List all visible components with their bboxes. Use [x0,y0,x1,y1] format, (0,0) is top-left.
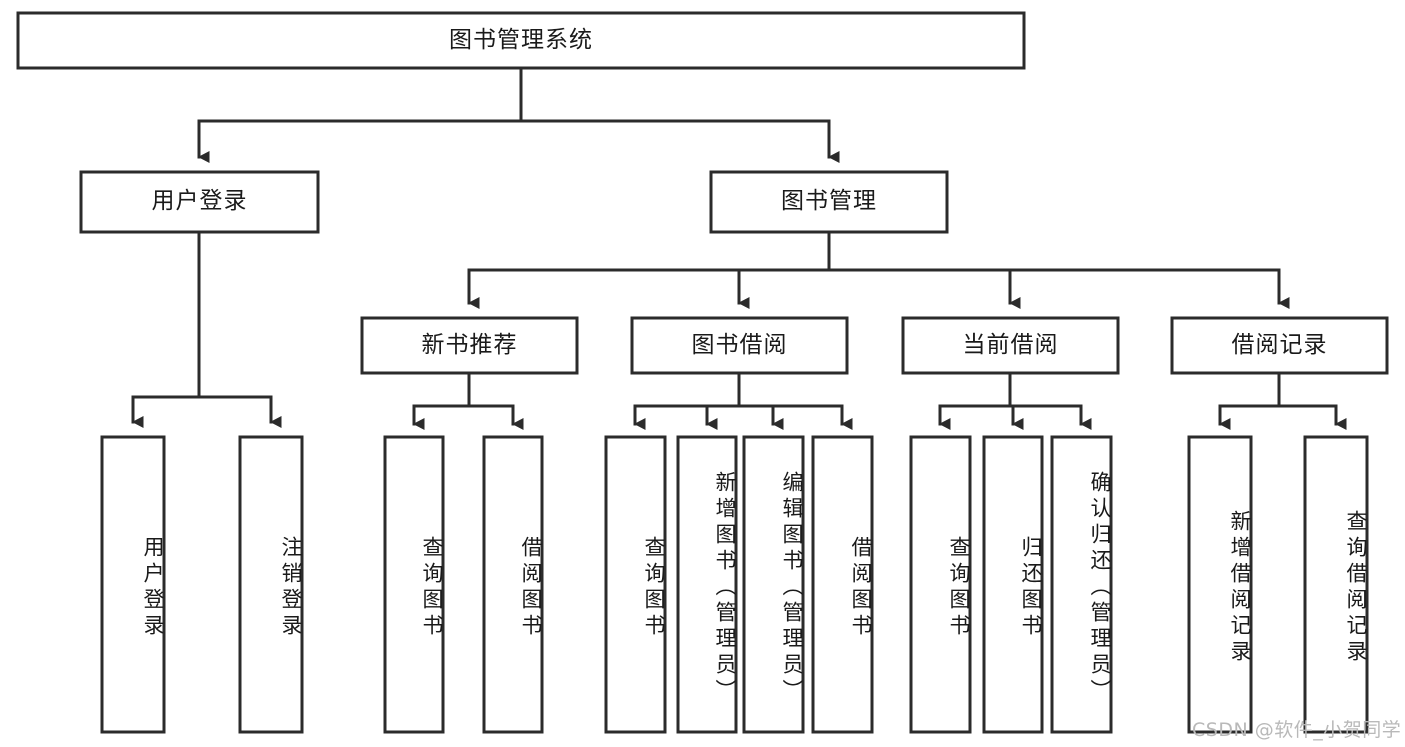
leaf-box-user-login[interactable] [100,435,166,734]
node-box-root[interactable] [16,11,1026,70]
leaf-box-query-borrow-record[interactable] [1303,435,1369,734]
node-box-book-management[interactable] [709,170,949,234]
node-box-book-borrow[interactable] [630,316,849,375]
node-box-borrow-record[interactable] [1170,316,1389,375]
node-boxes [16,11,1389,734]
node-box-user-login[interactable] [79,170,320,234]
leaf-box-query-book-borrow[interactable] [604,435,667,734]
node-box-current-borrow[interactable] [901,316,1120,375]
leaf-box-edit-book-admin[interactable] [742,435,805,734]
node-box-new-book-recommend[interactable] [360,316,579,375]
leaf-box-query-book-recommend[interactable] [383,435,445,734]
leaf-box-borrow-book-recommend[interactable] [482,435,544,734]
leaf-box-return-book[interactable] [982,435,1044,734]
connector-edges [131,66,1347,430]
leaf-box-add-borrow-record[interactable] [1187,435,1253,734]
leaf-box-query-book-current[interactable] [909,435,972,734]
leaf-box-confirm-return-admin[interactable] [1050,435,1113,734]
leaf-box-logout-login[interactable] [238,435,304,734]
leaf-box-add-book-admin[interactable] [676,435,738,734]
leaf-box-borrow-book[interactable] [811,435,874,734]
